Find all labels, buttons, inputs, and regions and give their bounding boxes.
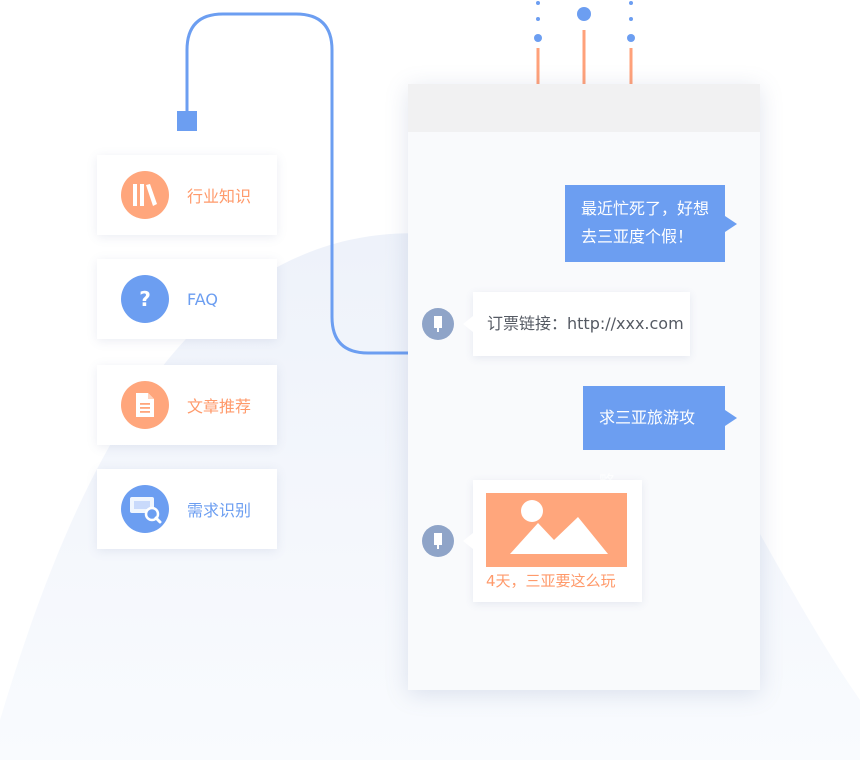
feature-label: 需求识别: [187, 501, 252, 520]
mountain-image-icon: [486, 493, 627, 567]
chat-phone-window: 最近忙死了，好想 去三亚度个假！ 订票链接：http://xxx.com 求三亚…: [408, 84, 760, 690]
screen-search-icon: [121, 485, 169, 533]
message-line: 最近忙死了，好想: [581, 199, 710, 218]
feature-label: 文章推荐: [187, 397, 252, 416]
feature-label: FAQ: [187, 289, 218, 309]
message-text: 求三亚旅游攻略: [599, 408, 696, 491]
bot-message-text[interactable]: 订票链接：http://xxx.com: [487, 314, 684, 333]
feature-card-article-recommend[interactable]: 文章推荐: [97, 365, 277, 445]
feature-label: 行业知识: [187, 187, 252, 206]
bot-avatar-icon: [434, 533, 442, 549]
connector-node: [177, 111, 197, 131]
user-message-bubble: 最近忙死了，好想 去三亚度个假！: [565, 185, 737, 262]
connector-line: [185, 12, 408, 355]
feature-card-industry-knowledge[interactable]: 行业知识: [97, 155, 277, 235]
bot-avatar: [422, 308, 454, 340]
chat-header: [408, 84, 760, 132]
bot-avatar: [422, 525, 454, 557]
document-icon: [121, 381, 169, 429]
message-line: 去三亚度个假！: [581, 227, 694, 246]
bot-avatar-icon: [434, 316, 442, 332]
bot-message-bubble: 订票链接：http://xxx.com: [463, 292, 690, 356]
user-message-bubble: 求三亚旅游攻略: [583, 386, 737, 491]
bot-image-card[interactable]: 4天，三亚要这么玩: [463, 480, 642, 602]
image-card-caption: 4天，三亚要这么玩: [486, 572, 616, 590]
question-icon: ?: [121, 275, 169, 323]
books-icon: [121, 171, 169, 219]
feature-card-need-recognition[interactable]: 需求识别: [97, 469, 277, 549]
antenna-lines: [534, 1, 635, 84]
feature-card-faq[interactable]: ? FAQ: [97, 259, 277, 339]
